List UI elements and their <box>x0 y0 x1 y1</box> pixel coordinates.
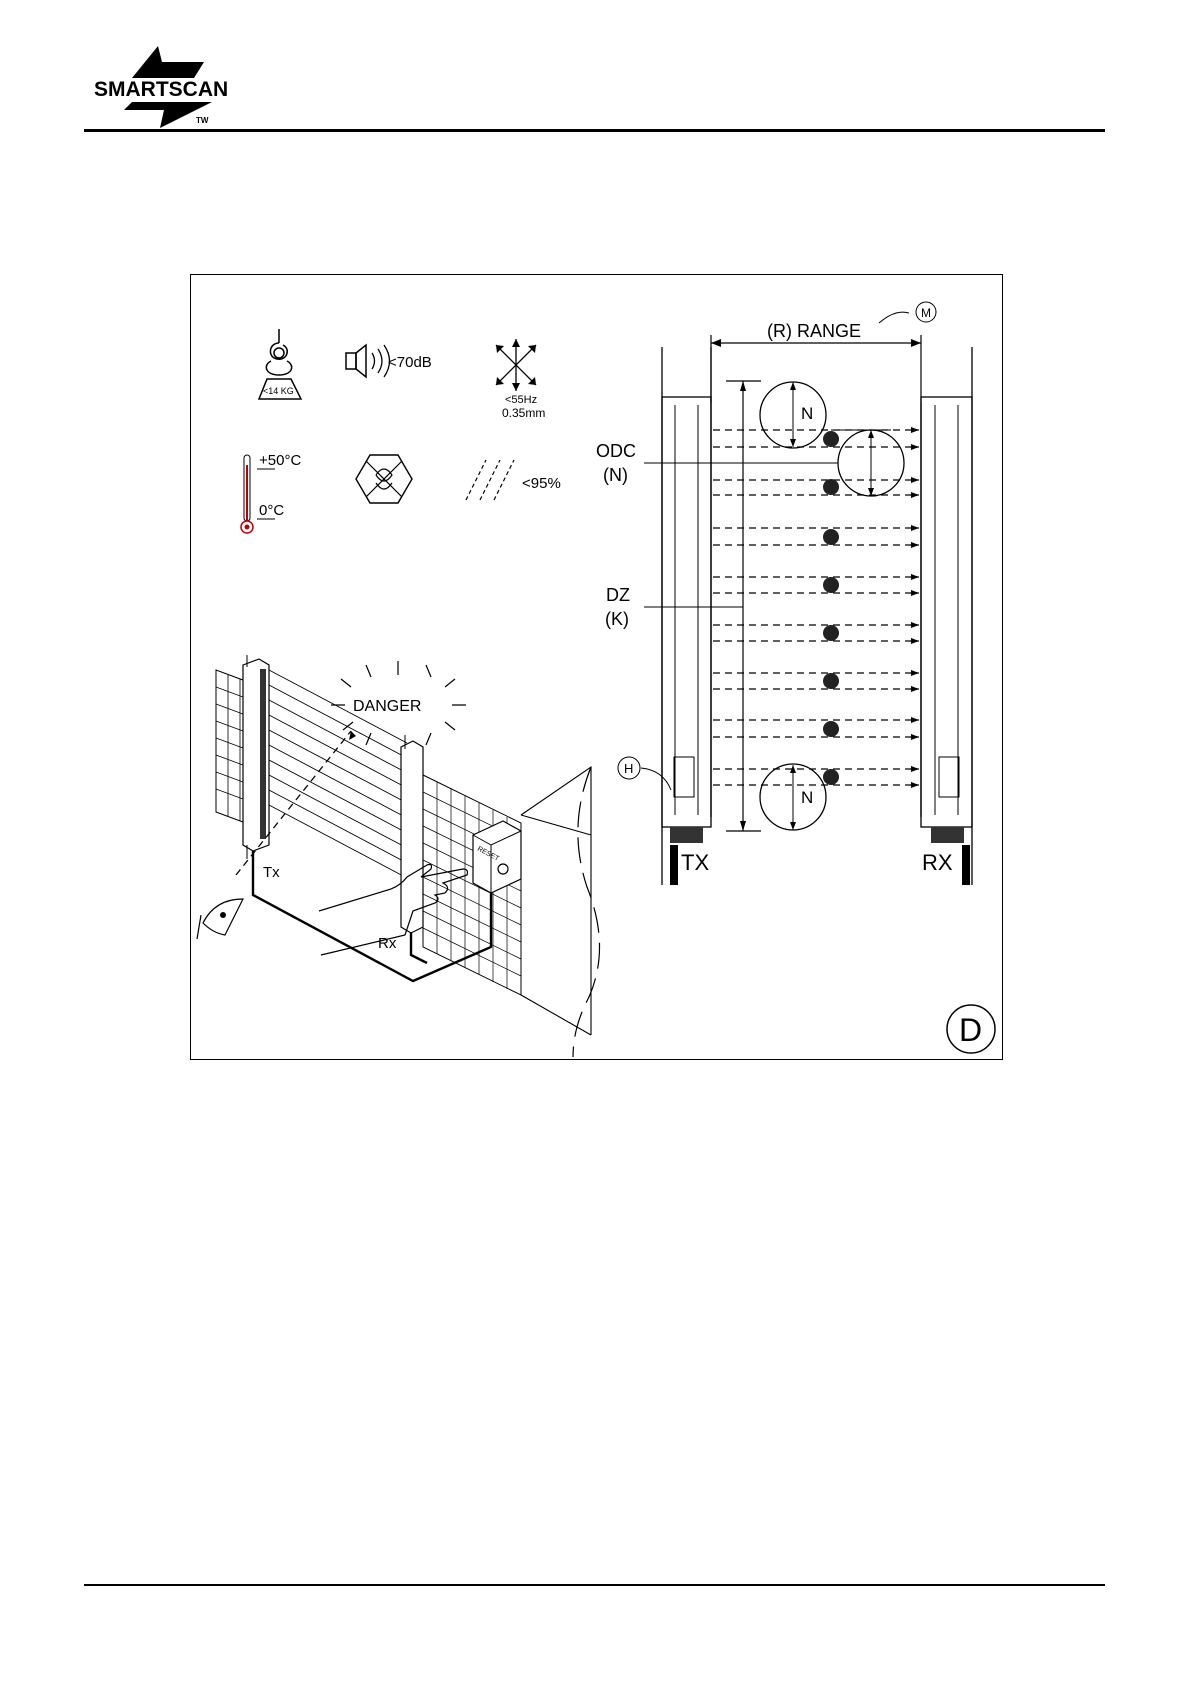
n-circle-bottom: N <box>760 764 826 830</box>
odc-circle <box>831 430 904 496</box>
scene-tx-column <box>243 655 269 859</box>
vibration-freq-label: <55Hz <box>505 394 537 406</box>
light-curtain-diagram: (R) RANGE M TX RX <box>596 302 972 885</box>
weight-icon: <14 KG <box>259 329 301 399</box>
vibration-icon: <55Hz 0.35mm <box>496 339 545 420</box>
header-rule <box>84 129 1105 132</box>
humidity-icon: <95% <box>466 460 561 500</box>
logo-trademark: TW <box>196 116 209 125</box>
logo-bolt-top <box>132 46 204 78</box>
humidity-label: <95% <box>522 475 561 492</box>
test-objects <box>823 431 839 785</box>
installation-scene: DANGER RESET <box>197 655 600 1057</box>
odc-label: ODC <box>596 441 636 461</box>
scene-tx-label: Tx <box>263 864 280 881</box>
smartscan-logo: SMARTSCAN TW <box>92 44 242 134</box>
dz-label: DZ <box>606 585 630 605</box>
noise-label: <70dB <box>388 354 432 371</box>
m-marker: M <box>921 306 931 320</box>
footer-rule <box>84 1584 1105 1586</box>
n-top-label: N <box>801 404 813 423</box>
scene-rx-label: Rx <box>378 935 397 952</box>
odc-sub-label: (N) <box>603 465 628 485</box>
n-circle-top: N <box>760 382 826 448</box>
weight-label: <14 KG <box>263 386 294 396</box>
rx-column: RX <box>921 347 972 885</box>
n-bottom-label: N <box>801 788 813 807</box>
temp-min-label: 0°C <box>259 502 284 519</box>
tx-column: TX <box>662 347 711 885</box>
range-label: (R) RANGE <box>767 321 861 341</box>
no-explosive-icon <box>356 455 412 503</box>
thermometer-icon: +50°C 0°C <box>241 452 301 533</box>
logo-wordmark: SMARTSCAN <box>94 78 228 101</box>
page-header: SMARTSCAN TW <box>0 0 1191 140</box>
figure-canvas: <14 KG <70dB <55Hz 0.35mm +50°C 0°C <95% <box>191 275 1004 1061</box>
beam-lines <box>713 427 919 788</box>
scene-rx-column <box>401 735 423 933</box>
figure-letter: D <box>959 1012 982 1048</box>
installation-figure-d: <14 KG <70dB <55Hz 0.35mm +50°C 0°C <95% <box>190 274 1003 1060</box>
rx-label: RX <box>922 850 953 875</box>
danger-label: DANGER <box>353 698 421 715</box>
temp-max-label: +50°C <box>259 452 301 469</box>
machine-block <box>521 767 591 1035</box>
speaker-icon: <70dB <box>346 345 432 377</box>
h-marker: H <box>624 761 633 776</box>
vibration-amp-label: 0.35mm <box>502 406 545 420</box>
tx-label: TX <box>681 850 709 875</box>
observer-eye-icon <box>197 899 243 939</box>
dz-sub-label: (K) <box>605 609 629 629</box>
reset-box[interactable]: RESET <box>473 821 521 893</box>
figure-letter-badge: D <box>947 1005 995 1053</box>
